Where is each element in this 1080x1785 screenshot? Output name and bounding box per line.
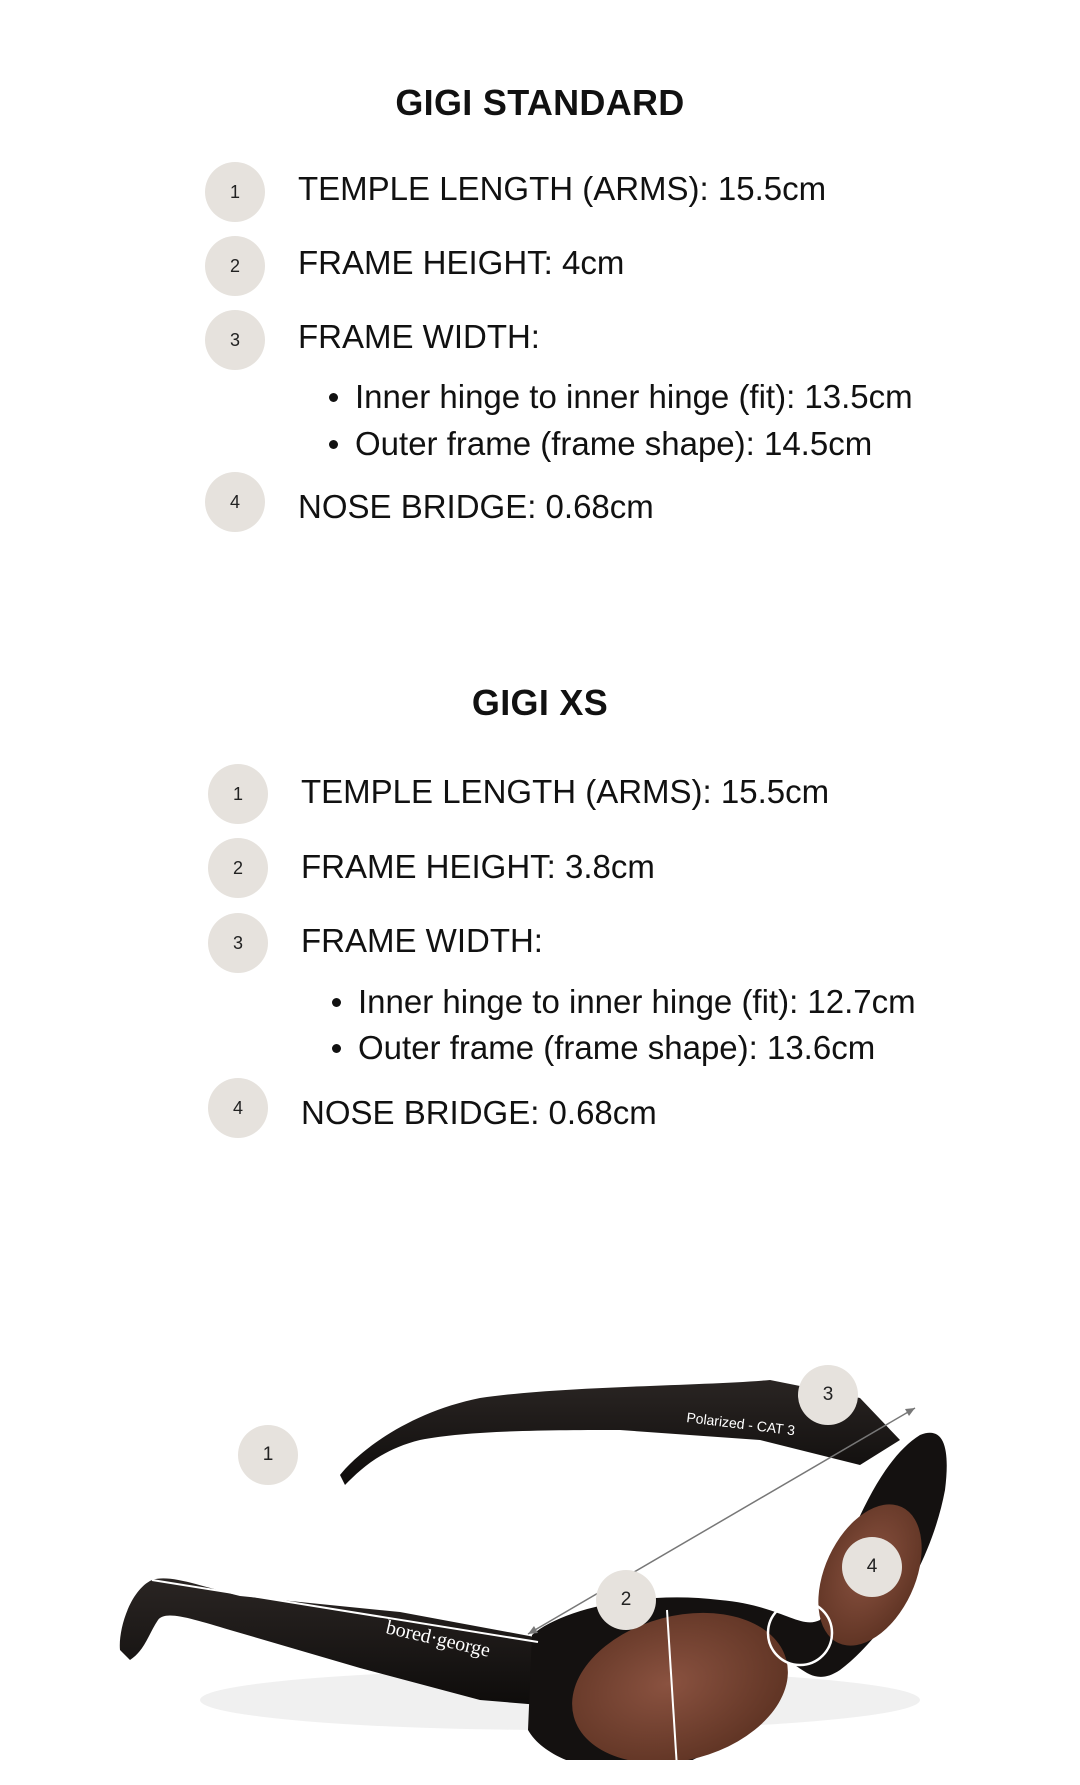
bullet-dot (332, 998, 341, 1007)
frame-width-label: FRAME WIDTH: (301, 922, 543, 959)
nose-bridge-label: NOSE BRIDGE: 0.68cm (301, 1094, 657, 1131)
frame-width-arrowhead (528, 1626, 538, 1634)
figure-badge-4: 4 (842, 1537, 902, 1597)
bullet-dot (329, 440, 338, 449)
temple-length-label: TEMPLE LENGTH (ARMS): 15.5cm (301, 773, 830, 810)
number-badge-3: 3 (208, 913, 268, 973)
number-badge-2: 2 (208, 838, 268, 898)
section-title: GIGI STANDARD (395, 82, 685, 123)
frame-width-line (527, 1407, 916, 1635)
bullet-text: Outer frame (frame shape): 13.6cm (358, 1029, 876, 1066)
number-badge-1: 1 (208, 764, 268, 824)
near-temple-arm (119, 1578, 540, 1705)
nose-bridge-indicator (766, 1599, 834, 1667)
bullet-text: Inner hinge to inner hinge (fit): 13.5cm (355, 378, 913, 415)
sunglasses-illustration: bored·george Polarized - CAT 3 (119, 1380, 947, 1772)
frame-height-label: FRAME HEIGHT: 3.8cm (301, 848, 655, 885)
temple-length-line (151, 1579, 539, 1643)
bullet-dot (329, 393, 338, 402)
frame-width-label: FRAME WIDTH: (298, 318, 540, 355)
figure-badge-1: 1 (238, 1425, 298, 1485)
number-badge-4: 4 (205, 472, 265, 532)
bullet-inner-hinge: Inner hinge to inner hinge (fit): 12.7cm (332, 982, 916, 1022)
bullet-dot (332, 1044, 341, 1053)
frame-width-arrowhead (905, 1408, 915, 1416)
bullet-outer-frame: Outer frame (frame shape): 13.6cm (332, 1028, 876, 1068)
figure-badge-3: 3 (798, 1365, 858, 1425)
number-badge-3: 3 (205, 310, 265, 370)
bullet-text: Inner hinge to inner hinge (fit): 12.7cm (358, 983, 916, 1020)
temple-length-label: TEMPLE LENGTH (ARMS): 15.5cm (298, 170, 827, 207)
number-badge-2: 2 (205, 236, 265, 296)
frame-height-label: FRAME HEIGHT: 4cm (298, 244, 625, 281)
number-badge-1: 1 (205, 162, 265, 222)
sunglasses-measurement-figure: bored·george Polarized - CAT 3 1 2 3 4 (0, 1290, 1080, 1772)
figure-badge-2: 2 (596, 1570, 656, 1630)
bullet-outer-frame: Outer frame (frame shape): 14.5cm (329, 424, 873, 464)
far-temple-arm (340, 1380, 900, 1485)
frame-height-line (666, 1609, 678, 1769)
front-lens (572, 1612, 788, 1764)
bullet-inner-hinge: Inner hinge to inner hinge (fit): 13.5cm (329, 377, 913, 417)
section-title: GIGI XS (471, 682, 609, 723)
nose-bridge-label: NOSE BRIDGE: 0.68cm (298, 488, 654, 525)
bullet-text: Outer frame (frame shape): 14.5cm (355, 425, 873, 462)
number-badge-4: 4 (208, 1078, 268, 1138)
